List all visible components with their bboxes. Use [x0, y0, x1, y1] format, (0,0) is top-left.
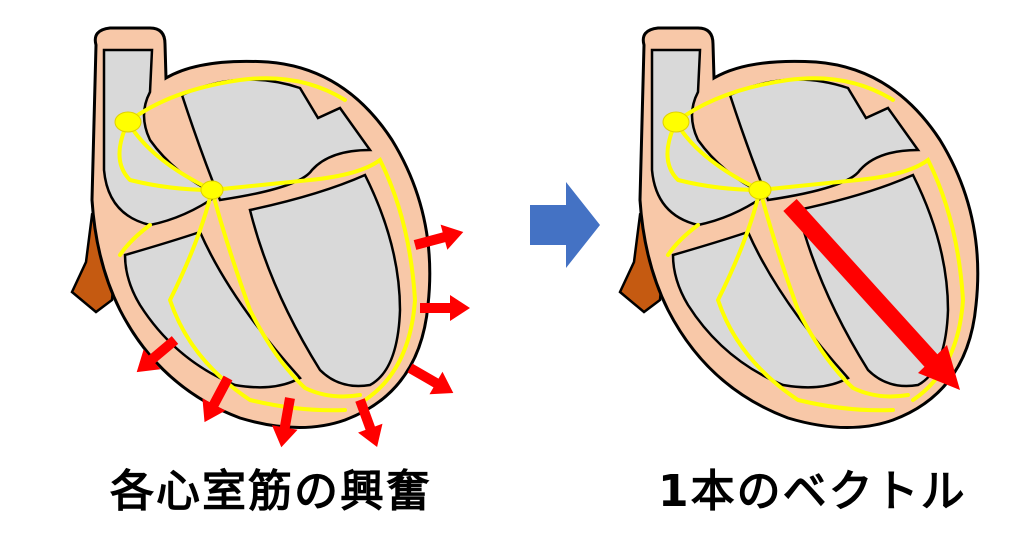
caption-left: 各心室筋の興奮: [110, 466, 432, 517]
heart-left: [70, 26, 432, 430]
vector-arrow: [783, 198, 960, 390]
right-arrow-icon: [530, 182, 600, 268]
caption-right: 1本のベクトル: [658, 466, 967, 517]
